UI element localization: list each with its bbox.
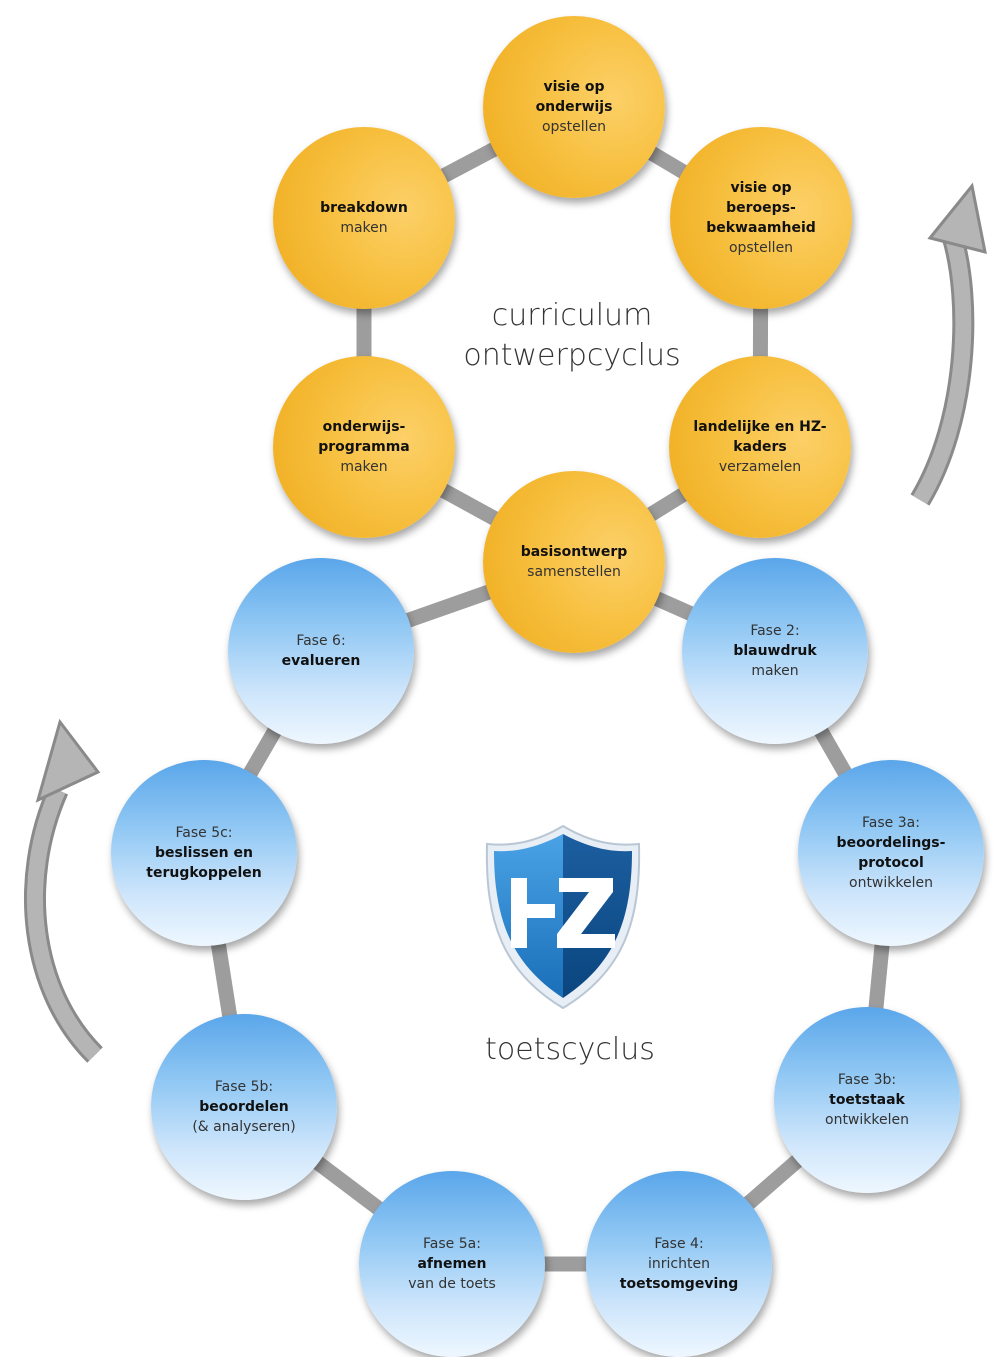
node-label-line: inrichten [648,1256,710,1272]
node-label-line: landelijke en HZ- [693,419,827,435]
node-label-line: Fase 6: [296,633,346,649]
node-label-line: bekwaamheid [706,220,816,236]
node-label-line: beoordelings- [836,835,946,851]
node-label-line: terugkoppelen [146,865,262,881]
node-label-line: Fase 5c: [175,825,233,841]
node-fase-5a: Fase 5a: afnemen van de toets [359,1171,545,1357]
node-label-line: onderwijs- [322,419,406,435]
node-basisontwerp: basisontwerp samenstellen [483,471,665,653]
node-fase-5c: Fase 5c: beslissen en terugkoppelen [111,760,297,946]
node-label-line: toetsomgeving [619,1276,739,1292]
node-label-line: ontwikkelen [825,1112,909,1128]
node-kaders: landelijke en HZ-kaders verzamelen [669,356,851,538]
node-label-line: Fase 2: [750,623,800,639]
node-label-line: ontwikkelen [849,875,933,891]
node-label-line: maken [340,220,388,236]
node-label-line: evalueren [281,653,361,669]
node-fase-4: Fase 4: inrichten toetsomgeving [586,1171,772,1357]
node-label-line: beslissen en [155,845,253,861]
node-label-line: maken [340,459,388,475]
curriculum-title-line1: curriculum [491,298,653,333]
node-label-line: van de toets [408,1276,496,1292]
node-label-line: Fase 5b: [214,1079,274,1095]
node-visie-beroeps: visie op beroeps-bekwaamheid opstellen [670,127,852,309]
cycle-arrow-up-left [23,718,103,1063]
node-fase-3a: Fase 3a: beoordelings-protocol ontwikkelen [798,760,984,946]
node-label-line: programma [318,439,410,455]
toetscyclus-ring-connector [196,554,899,1272]
node-label-line: verzamelen [718,459,802,475]
curriculum-cycle-title: curriculum ontwerpcyclus [440,296,704,376]
node-fase-2: Fase 2: blauwdruk maken [682,558,868,744]
node-label-line: samenstellen [527,564,621,580]
node-label-line: opstellen [541,119,607,135]
node-label-line: Fase 4: [654,1236,704,1252]
node-programma: onderwijs-programma maken [273,356,455,538]
hz-shield-logo [485,824,641,1010]
node-fase-5b: Fase 5b: beoordelen (& analyseren) [151,1014,337,1200]
node-label-line: blauwdruk [733,643,817,659]
node-label-line: Fase 3a: [862,815,920,831]
node-label-line: afnemen [417,1256,487,1272]
node-breakdown: breakdown maken [273,127,455,309]
node-label-line: opstellen [728,240,794,256]
node-visie-onderwijs: visie op onderwijs opstellen [483,16,665,198]
node-label-line: protocol [858,855,924,871]
node-label-line: visie op [543,79,605,95]
node-label-line: basisontwerp [520,544,628,560]
node-label-line: (& analyseren) [192,1119,296,1135]
node-label-line: visie op [730,180,792,196]
node-label-line: maken [751,663,799,679]
node-label-line: Fase 5a: [423,1236,481,1252]
curriculum-title-line2: ontwerpcyclus [463,338,681,373]
node-label-line: beroeps- [726,200,796,216]
node-label-line: toetstaak [829,1092,905,1108]
node-label-line: Fase 3b: [837,1072,897,1088]
node-label-line: onderwijs [535,99,613,115]
node-label-line: kaders [733,439,787,455]
node-fase-3b: Fase 3b: toetstaak ontwikkelen [774,1007,960,1193]
node-label-line: breakdown [320,200,408,216]
toetscyclus-title: toetscyclus [485,1032,655,1067]
cycle-arrow-up-right [910,182,987,506]
node-label-line: beoordelen [199,1099,289,1115]
node-fase-6: Fase 6: evalueren [228,558,414,744]
